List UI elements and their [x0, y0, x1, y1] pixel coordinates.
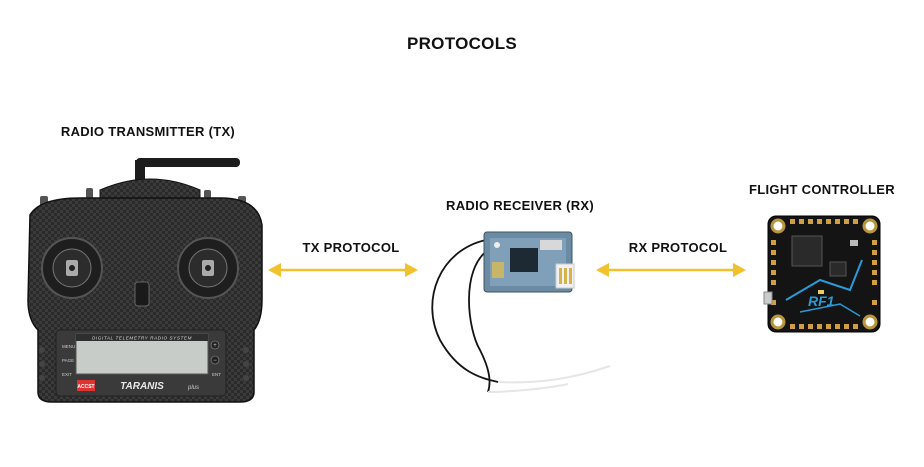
diagram-title: PROTOCOLS: [406, 34, 518, 53]
receiver-image: [431, 231, 611, 393]
flight-controller-image: RF1: [763, 215, 881, 333]
accst-badge: ACCST: [77, 384, 94, 390]
transmitter-image: DIGITAL TELEMETRY RADIO SYSTEM TARANIS p…: [27, 158, 263, 403]
tx-protocol-arrow: [268, 263, 418, 277]
brand-text: TARANIS: [120, 381, 164, 392]
minus-button-text: −: [213, 358, 217, 364]
flight-controller-label: FLIGHT CONTROLLER: [749, 182, 895, 197]
tx-protocol-label: TX PROTOCOL: [302, 240, 400, 255]
rx-protocol-arrow: [596, 263, 746, 277]
rx-protocol-label: RX PROTOCOL: [628, 240, 728, 255]
receiver-label: RADIO RECEIVER (RX): [446, 198, 594, 213]
fc-marking-text: RF1: [808, 293, 835, 309]
screen-banner-text: DIGITAL TELEMETRY RADIO SYSTEM: [92, 336, 192, 341]
brand-suffix-text: plus: [187, 385, 199, 391]
exit-button-text: EXIT: [62, 372, 72, 377]
transmitter-label: RADIO TRANSMITTER (TX): [60, 124, 236, 139]
ent-button-text: ENT: [212, 372, 221, 377]
menu-button-text: MENU: [62, 344, 75, 349]
plus-button-text: +: [213, 343, 217, 349]
page-button-text: PAGE: [62, 358, 74, 363]
